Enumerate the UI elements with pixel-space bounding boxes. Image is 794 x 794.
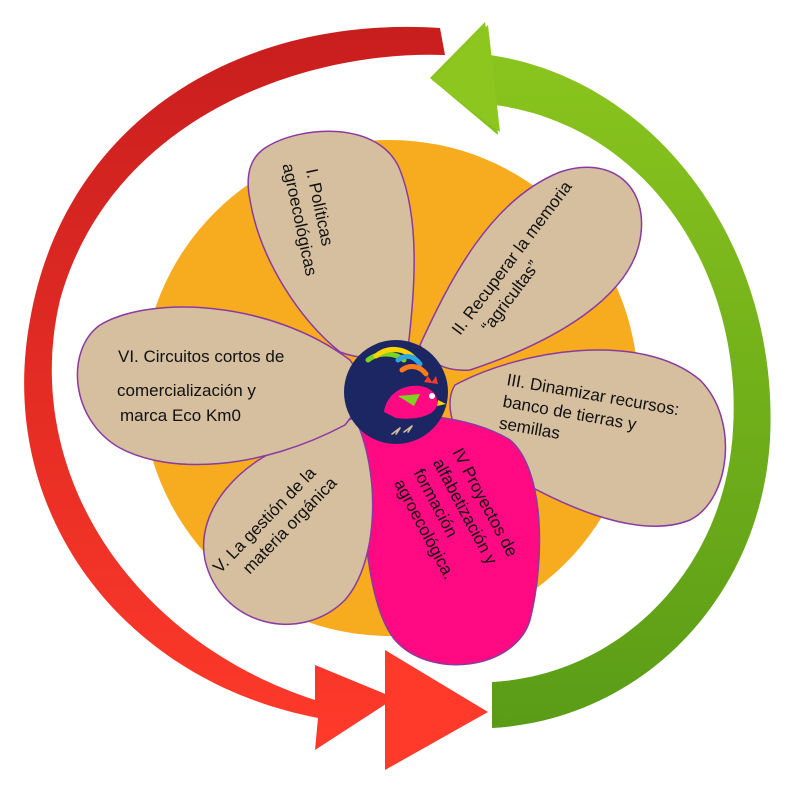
petals [76, 130, 727, 666]
tail-feather-blue [395, 354, 423, 367]
petal-6-line: comercialización y [117, 381, 256, 400]
green-arrowhead-icon [432, 25, 500, 132]
green-circular-arrow-icon [430, 22, 771, 728]
rooster-wing [398, 394, 420, 406]
tail-feather-orange [399, 364, 429, 377]
rooster-comb [424, 376, 438, 384]
center-logo [344, 340, 448, 444]
petal-6-shape [76, 306, 361, 466]
petal-2-shape [419, 166, 643, 371]
petal-6-line: VI. Circuitos cortos de [118, 347, 284, 366]
rooster-eye [429, 393, 435, 399]
cycle-arrows [24, 22, 771, 770]
rooster-feet [391, 425, 413, 435]
petal-4-shape [361, 414, 541, 666]
rooster-beak [437, 400, 446, 406]
petal-6-label: VI. Circuitos cortos de comercialización… [117, 347, 289, 425]
red-arrowhead-icon [385, 650, 488, 770]
petal-6-line: marca Eco Km0 [120, 406, 241, 425]
rooster-logo-icon [365, 347, 446, 435]
